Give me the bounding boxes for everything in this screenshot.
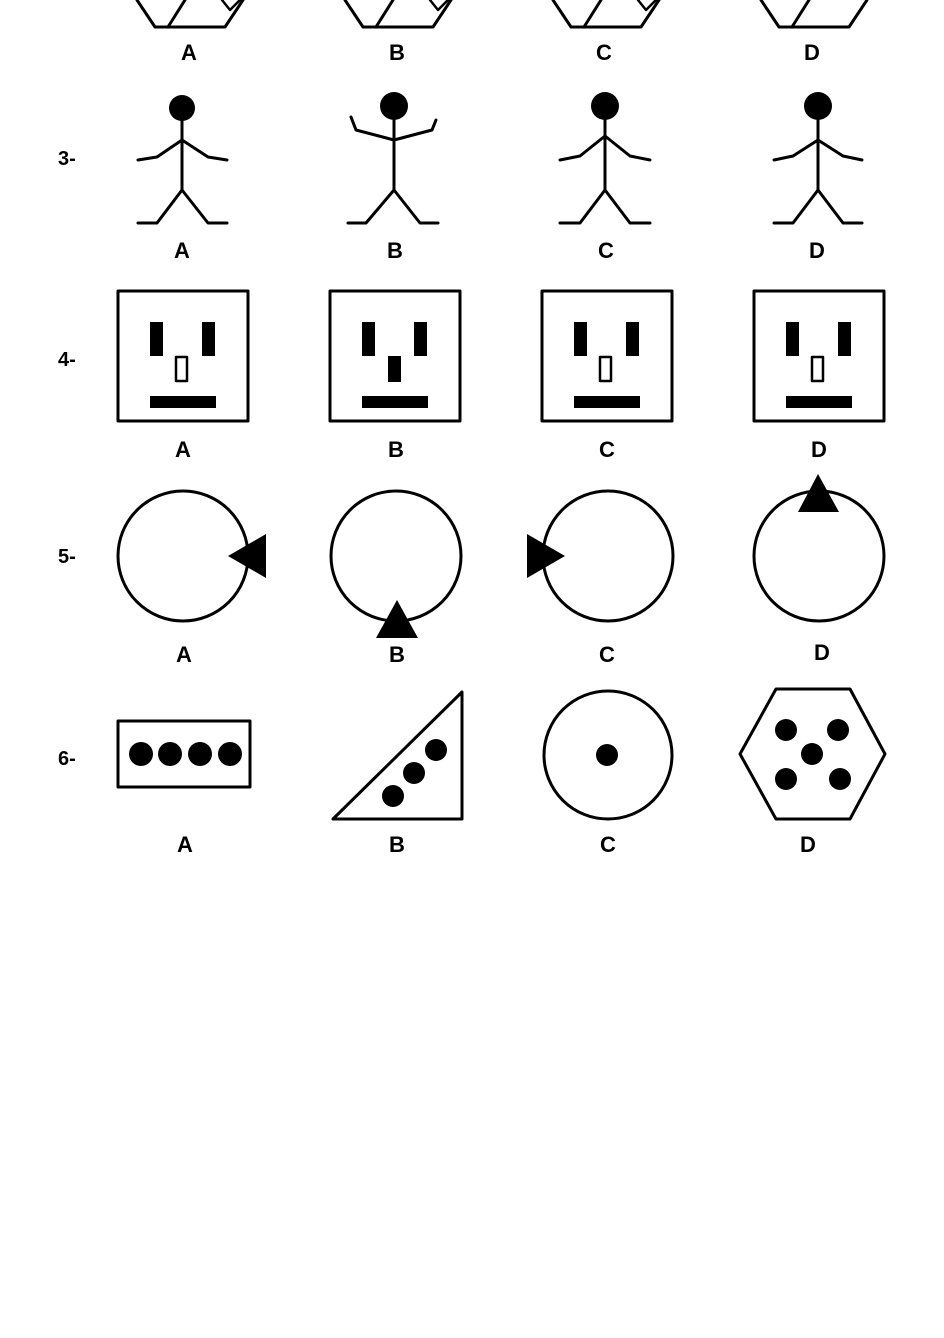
q6-option-a-figure	[116, 719, 252, 789]
q6-option-d-figure	[738, 687, 887, 821]
q2-option-c-figure	[551, 0, 661, 29]
q6-option-a-label: A	[177, 832, 193, 857]
q6-number: 6-	[58, 748, 76, 770]
q6-option-d-label: D	[800, 832, 816, 857]
question-4-row: 4- A B	[58, 289, 886, 462]
q4-option-d-label: D	[811, 437, 827, 462]
q5-option-c-figure	[527, 489, 675, 623]
q5-option-a-label: A	[176, 642, 192, 667]
q5-option-d-label: D	[814, 640, 830, 665]
q4-number: 4-	[58, 349, 76, 371]
q2-option-b-figure	[343, 0, 453, 29]
q3-option-c-figure	[558, 92, 652, 225]
q6-option-c-figure	[542, 689, 674, 821]
question-5-row: 5- A B C D	[58, 474, 886, 667]
q6-option-b-label: B	[389, 832, 405, 857]
q3-number: 3-	[58, 148, 76, 170]
q4-option-b-figure	[328, 289, 462, 423]
q6-option-c-label: C	[600, 832, 616, 857]
question-2-row: A B C D	[135, 0, 869, 65]
q5-option-a-figure	[116, 489, 266, 623]
q2-option-a-figure	[135, 0, 245, 29]
q5-number: 5-	[58, 546, 76, 568]
q4-option-c-figure	[540, 289, 674, 423]
q2-option-b-label: B	[389, 40, 405, 65]
q5-option-b-figure	[329, 489, 463, 638]
q3-option-b-label: B	[387, 238, 403, 263]
q3-option-a-label: A	[174, 238, 190, 263]
q5-option-c-label: C	[599, 642, 615, 667]
q3-option-c-label: C	[598, 238, 614, 263]
question-6-row: 6- A B C D	[58, 687, 887, 857]
q3-option-b-figure	[346, 92, 440, 225]
q4-option-a-figure	[116, 289, 250, 423]
q4-option-c-label: C	[599, 437, 615, 462]
q5-option-d-figure	[752, 474, 886, 623]
q3-option-d-label: D	[809, 238, 825, 263]
q2-option-c-label: C	[596, 40, 612, 65]
question-3-row: 3- A B C D	[58, 92, 864, 263]
q4-option-b-label: B	[388, 437, 404, 462]
q2-option-d-figure	[759, 0, 869, 29]
q2-option-d-label: D	[804, 40, 820, 65]
q4-option-a-label: A	[175, 437, 191, 462]
q3-option-d-figure	[772, 92, 864, 225]
q4-option-d-figure	[752, 289, 886, 423]
q6-option-b-figure	[331, 690, 464, 821]
q3-option-a-figure	[136, 95, 229, 225]
q5-option-b-label: B	[389, 642, 405, 667]
q2-option-a-label: A	[181, 40, 197, 65]
